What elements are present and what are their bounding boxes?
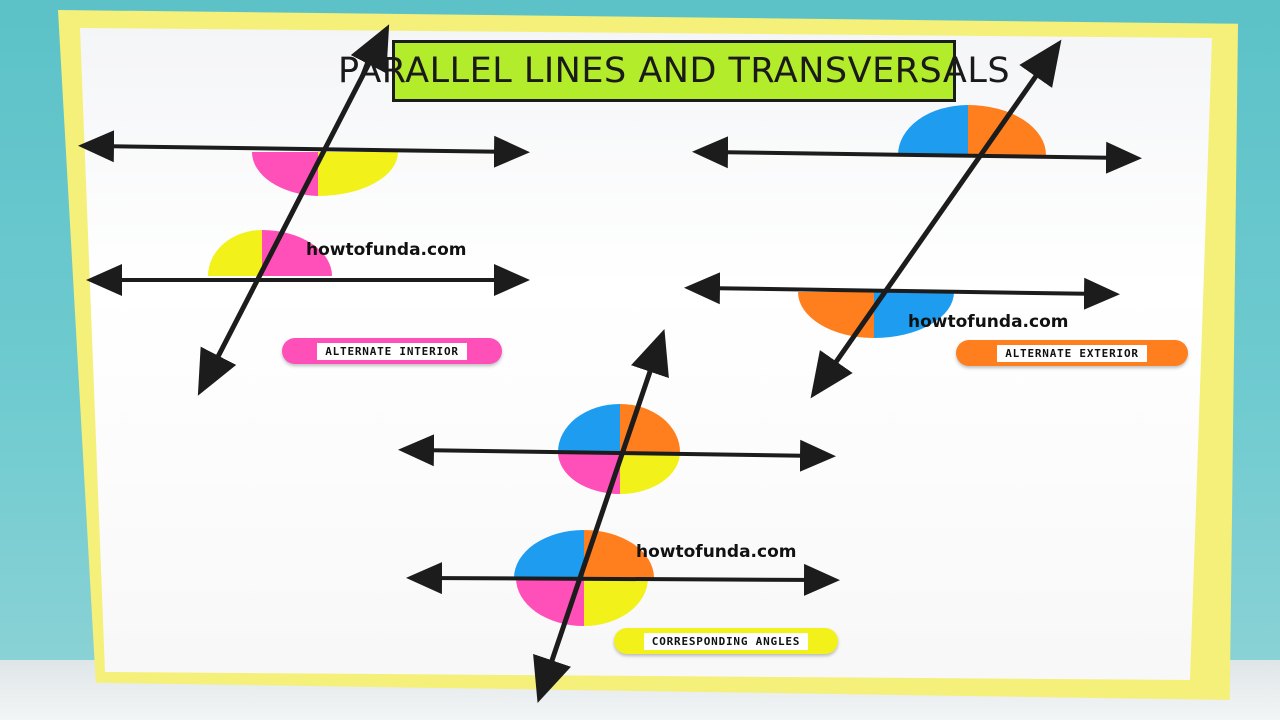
label-text: CORRESPONDING ANGLES — [643, 632, 809, 650]
angle-blue-top — [898, 105, 968, 155]
watermark-text: howtofunda.com — [908, 312, 1069, 332]
angle-blue-bottom — [514, 530, 584, 578]
angle-yellow-bottom — [208, 230, 262, 276]
label-text: ALTERNATE EXTERIOR — [997, 344, 1147, 362]
label-corresponding-angles: CORRESPONDING ANGLES — [614, 628, 838, 654]
label-alternate-interior: ALTERNATE INTERIOR — [282, 338, 502, 364]
diagram-corresponding — [398, 329, 840, 703]
label-alternate-exterior: ALTERNATE EXTERIOR — [956, 340, 1188, 366]
parallel-line-1 — [78, 130, 530, 168]
angle-yellow-top — [620, 452, 680, 494]
angle-yellow-bottom — [584, 578, 648, 626]
parallel-line-2 — [406, 562, 840, 596]
diagram-alternate-exterior — [684, 39, 1142, 399]
angle-blue-top — [558, 404, 620, 452]
angle-orange-top — [968, 105, 1046, 155]
transversal-line — [810, 39, 1062, 399]
watermark-text: howtofunda.com — [306, 240, 467, 260]
transversal-line — [197, 24, 390, 396]
angle-yellow-top — [318, 152, 398, 196]
diagram-alternate-interior — [78, 24, 530, 396]
watermark-text: howtofunda.com — [636, 542, 797, 562]
angle-pink-top — [251, 152, 318, 196]
label-text: ALTERNATE INTERIOR — [317, 342, 467, 360]
transversal-line — [533, 329, 669, 703]
angle-orange-bottom — [798, 292, 874, 338]
